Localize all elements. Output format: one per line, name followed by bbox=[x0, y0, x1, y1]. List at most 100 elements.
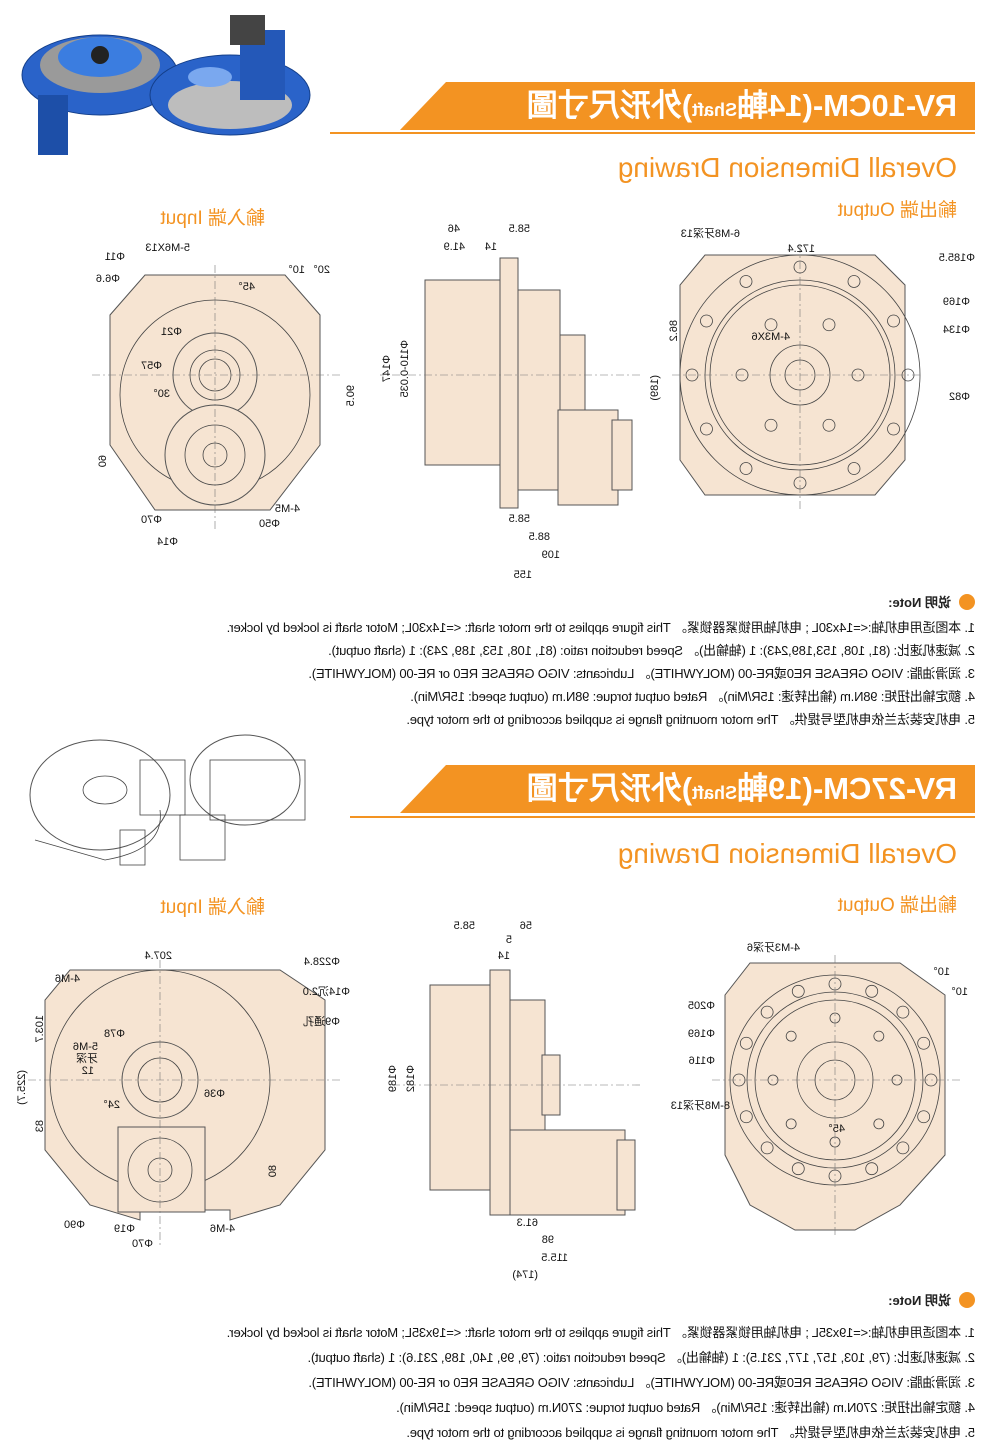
bolt-hole bbox=[887, 314, 900, 328]
dim-label: Φ6.6 bbox=[96, 273, 120, 285]
title-shaft: Shaft bbox=[692, 783, 738, 803]
bolt-hole bbox=[917, 1110, 931, 1124]
title-tail: )外形尺寸圖 bbox=[526, 88, 693, 123]
note-line: 1. 本图适用电机轴:<=19x35L ; 电机轴用锁紧器锁紧。 This fi… bbox=[226, 1325, 975, 1340]
note-heading: 说明 Note: bbox=[888, 1290, 975, 1309]
output-label: 輸出端 Output bbox=[837, 200, 957, 221]
dim-label: 155 bbox=[514, 569, 532, 581]
dim-label: 46 bbox=[448, 223, 460, 235]
title-tail: )外形尺寸圖 bbox=[526, 771, 693, 806]
note-line: 5. 电机安装法兰依电机型号提供。 The motor mounting fla… bbox=[406, 712, 975, 727]
input-label: 輸入端 Input bbox=[160, 897, 265, 918]
input-view-drawing: 207.4 Φ228.4 Φ14沉2.0 Φ9通孔 4-M6 Φ78 5-M6 … bbox=[16, 950, 350, 1250]
dim-label: 58.5 bbox=[454, 920, 475, 932]
dim-label: 4-M3牙深6 bbox=[747, 941, 800, 954]
title-text: RV-27CM-(19軸 bbox=[737, 771, 957, 806]
dim-label: Φ182 bbox=[405, 1065, 417, 1092]
dim-label: (189) bbox=[649, 375, 661, 401]
dim-label: (225.7) bbox=[16, 1070, 28, 1105]
dim-label: Φ116 bbox=[689, 1055, 715, 1067]
output-view-drawing: 6-M8牙深13 172.4 Φ185.5 Φ169 Φ134 Φ82 4-M3… bbox=[649, 227, 975, 510]
bolt-hole bbox=[764, 318, 778, 332]
dim-label: 30° bbox=[153, 388, 170, 400]
dim-label: 45° bbox=[828, 1123, 845, 1135]
dim-label: 10° bbox=[951, 986, 968, 998]
bolt-hole bbox=[896, 1141, 910, 1155]
side-view-drawing: 58.5 56 5 14 Φ189 Φ182 61.3 98 115.5 (17… bbox=[387, 920, 640, 1281]
bolt-hole bbox=[760, 1141, 774, 1155]
output-view-drawing: 4-M3牙深6 10° 10° Φ205 Φ169 Φ116 8-M8牙深13 … bbox=[671, 941, 968, 1235]
dim-label: 10° bbox=[933, 966, 950, 978]
bolt-hole bbox=[739, 275, 753, 288]
dim-label: Φ110-0.035 bbox=[399, 340, 411, 398]
bolt-hole bbox=[791, 1162, 805, 1176]
bullet-dot bbox=[959, 1291, 975, 1308]
bolt-hole bbox=[917, 1036, 931, 1050]
bolt-hole bbox=[700, 422, 713, 436]
dim-label: 14 bbox=[485, 241, 497, 253]
dim-label: 14 bbox=[498, 950, 510, 962]
dim-label: 牙深 bbox=[76, 1052, 98, 1065]
dim-label: Φ189 bbox=[387, 1065, 399, 1092]
dim-label: 8-M8牙深13 bbox=[671, 1099, 730, 1112]
dim-label: Φ11 bbox=[105, 251, 125, 263]
dim-label: Φ57 bbox=[141, 360, 162, 372]
dim-label: Φ169 bbox=[688, 1028, 715, 1040]
dim-label: Φ82 bbox=[949, 391, 970, 403]
dim-label: 4-M5 bbox=[275, 503, 300, 515]
section2-title: RV-27CM-(19軸Shaft)外形尺寸圖 bbox=[400, 765, 975, 813]
note-line: 4. 额定输出扭矩: 98N.m (输出转速: 15R/Min)。 Rated … bbox=[410, 689, 975, 704]
product-sketch-rv27 bbox=[29, 734, 306, 866]
dim-label: 109 bbox=[542, 549, 560, 561]
title-shaft: Shaft bbox=[692, 100, 738, 120]
dim-label: Φ147 bbox=[381, 355, 393, 382]
bolt-hole bbox=[887, 422, 900, 436]
bolt-hole bbox=[873, 1030, 885, 1042]
dim-label: 5-M6X13 bbox=[145, 242, 190, 254]
bolt-hole bbox=[739, 462, 753, 475]
note-line: 3. 润滑油脂: VIGO GREASE RE0或RE-00 (MOLYWHIT… bbox=[308, 1375, 975, 1390]
bolt-hole bbox=[785, 1118, 797, 1130]
dim-label: Φ90 bbox=[64, 1219, 85, 1231]
note-line: 2. 减速机速比: (79, 103, 157, 177, 231.5): 1 … bbox=[307, 1350, 975, 1365]
dim-label: Φ169 bbox=[943, 296, 970, 308]
overall-dimension-heading: Overall Dimension Drawing bbox=[617, 838, 957, 869]
dim-label: Φ78 bbox=[104, 1028, 125, 1040]
bolt-hole bbox=[739, 1110, 753, 1124]
dim-label: 56 bbox=[520, 920, 532, 932]
dim-label: (174) bbox=[512, 1269, 538, 1281]
bolt-hole bbox=[873, 1118, 885, 1130]
bolt-hole bbox=[700, 314, 713, 328]
input-label: 輸入端 Input bbox=[160, 208, 265, 229]
dim-label: 45° bbox=[238, 281, 255, 293]
bolt-hole bbox=[739, 1036, 753, 1050]
input-view-drawing: 5-M6X13 Φ11 Φ6.6 45° 10° 20° Φ21 Φ57 30°… bbox=[90, 242, 357, 548]
bolt-hole bbox=[865, 984, 879, 998]
dim-label: 12 bbox=[82, 1065, 94, 1077]
dim-label: 98 bbox=[542, 1234, 554, 1246]
dim-label: 58.5 bbox=[509, 513, 530, 525]
dim-label: Φ185.5 bbox=[939, 252, 975, 264]
dim-label: 90.5 bbox=[345, 385, 357, 406]
output-label: 輸出端 Output bbox=[837, 895, 957, 916]
bullet-dot bbox=[959, 593, 975, 610]
dim-label: 41.9 bbox=[444, 241, 465, 253]
note-title: 说明 Note: bbox=[888, 595, 951, 610]
dim-label: 103.7 bbox=[34, 1015, 46, 1043]
dim-label: Φ134 bbox=[943, 324, 970, 336]
section1-title: RV-10CM-(14軸Shaft)外形尺寸圖 bbox=[400, 82, 975, 130]
dim-label: 5 bbox=[506, 934, 512, 946]
dim-label: Φ19 bbox=[114, 1223, 135, 1235]
title-text: RV-10CM-(14軸 bbox=[737, 88, 957, 123]
dim-label: Φ14沉2.0 bbox=[303, 985, 350, 998]
dim-label: Φ205 bbox=[688, 1000, 715, 1012]
bolt-hole bbox=[685, 368, 699, 382]
dim-label: 83 bbox=[34, 1120, 46, 1132]
dim-label: 80 bbox=[267, 1165, 279, 1177]
note-line: 1. 本图适用电机轴:<=14x30L ; 电机轴用锁紧器锁紧。 This fi… bbox=[226, 620, 975, 635]
dim-label: Φ228.4 bbox=[304, 956, 340, 968]
dim-label: 60 bbox=[97, 455, 109, 467]
side-view-drawing: 46 58.5 41.9 14 Φ147 Φ110-0.035 58.5 88.… bbox=[380, 223, 640, 581]
dim-label: Φ50 bbox=[259, 518, 280, 530]
dim-label: 86.2 bbox=[668, 320, 680, 341]
